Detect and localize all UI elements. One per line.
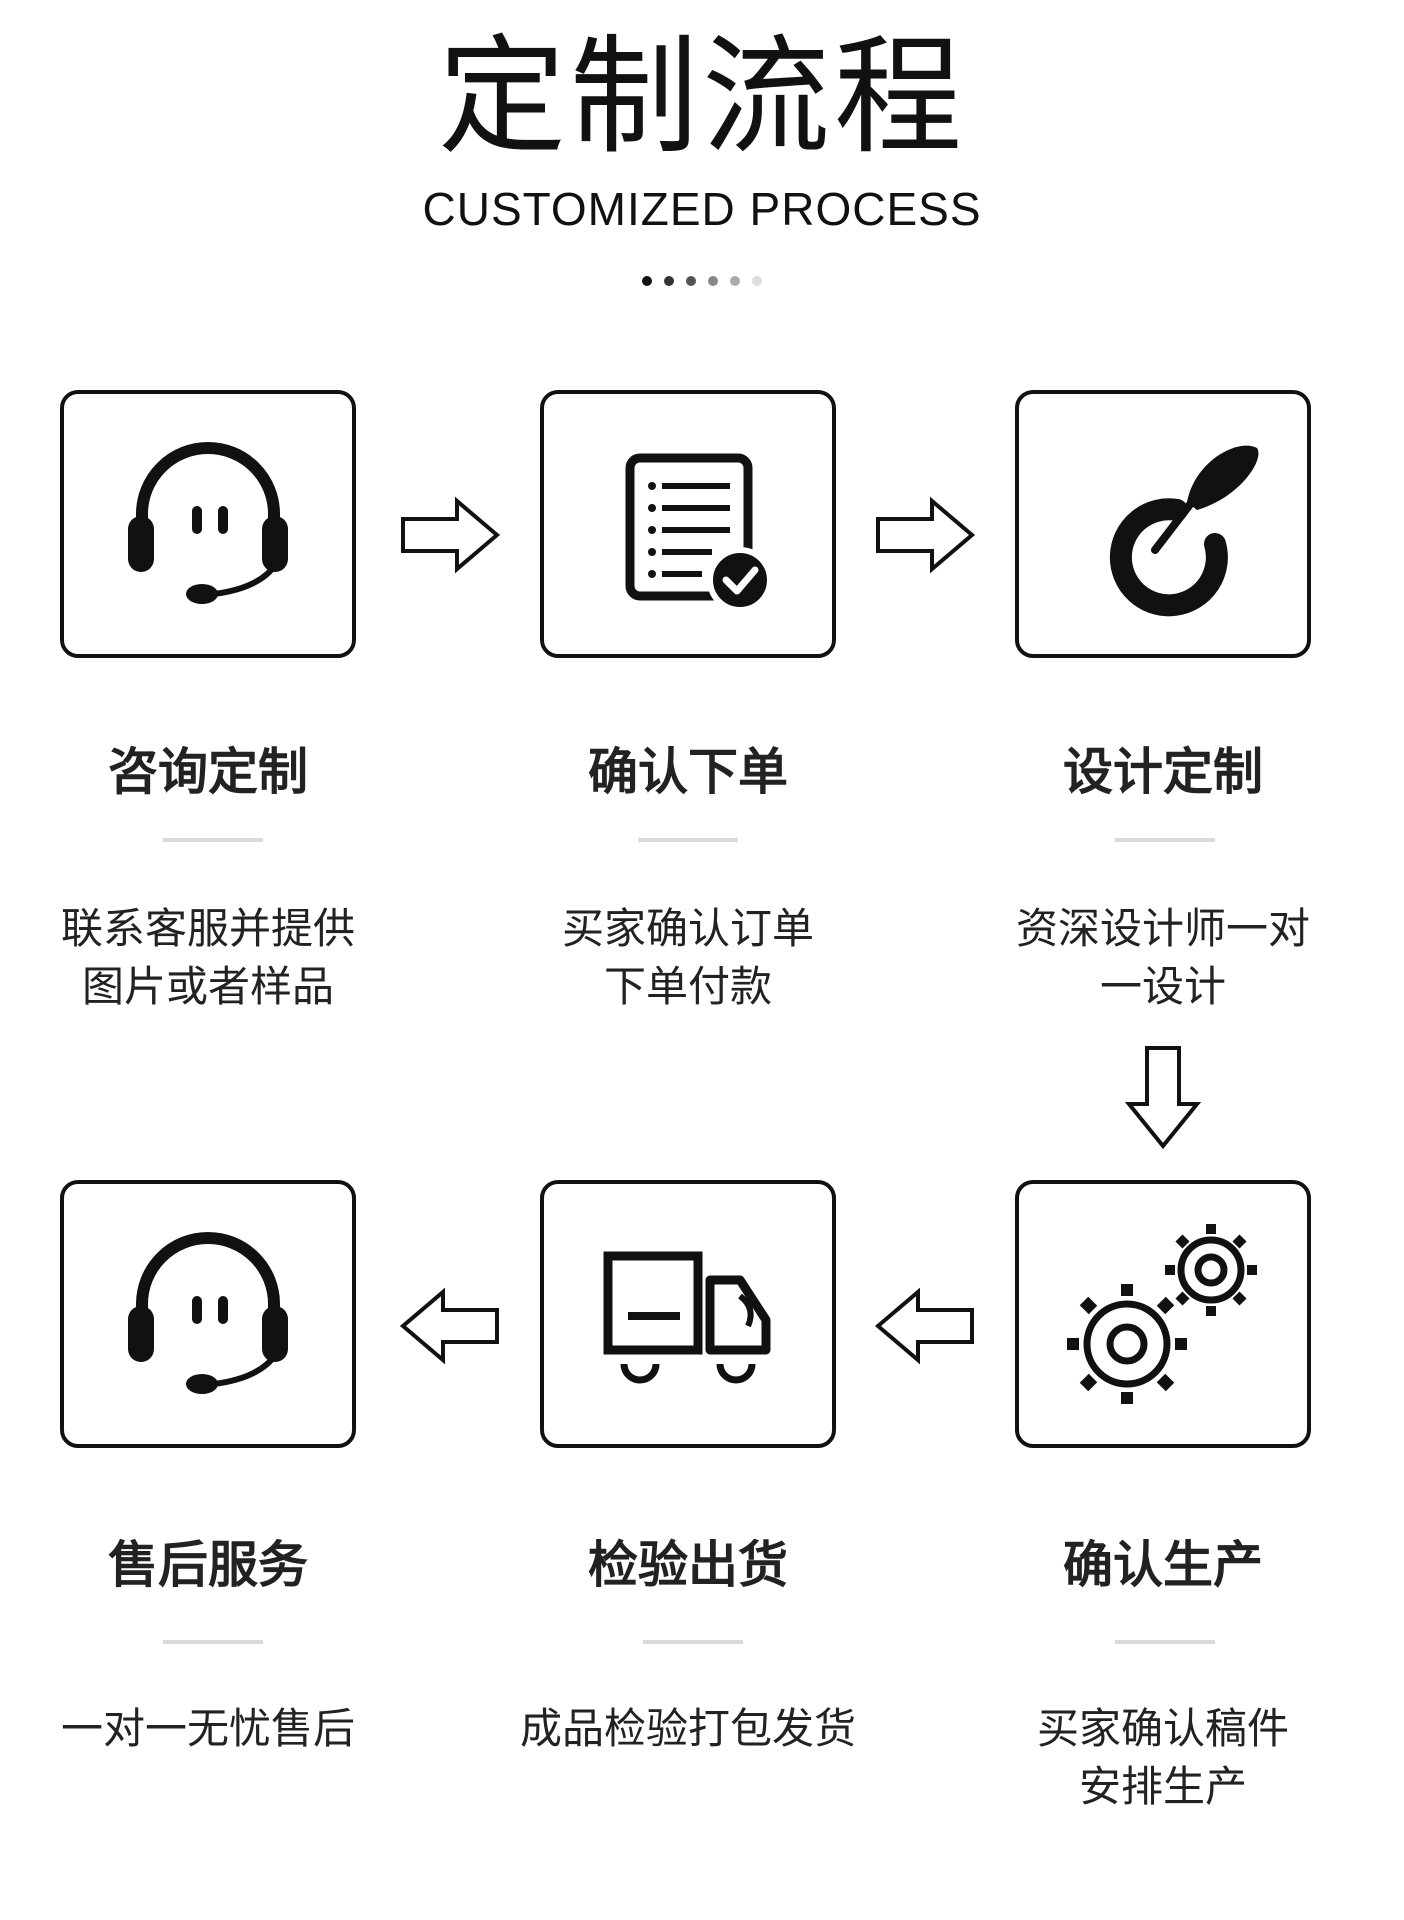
dot-2 xyxy=(664,276,674,286)
page-subtitle: CUSTOMIZED PROCESS xyxy=(422,183,982,235)
step-5-title: 检验出货 xyxy=(588,1536,788,1594)
step-2-description: 买家确认订单 下单付款 xyxy=(498,900,878,1016)
step-2-icon-box xyxy=(540,390,836,658)
step-3-desc-line-1: 资深设计师一对 xyxy=(1015,904,1310,953)
dot-5 xyxy=(730,276,740,286)
step-4-desc-line-1: 买家确认稿件 xyxy=(1036,1704,1289,1753)
dot-3 xyxy=(686,276,696,286)
step-1-icon-box xyxy=(60,390,356,658)
dot-6 xyxy=(752,276,762,286)
gears-icon xyxy=(1067,1224,1257,1404)
step-6-icon-box xyxy=(60,1180,356,1448)
step-6-description: 一对一无忧售后 xyxy=(18,1700,398,1758)
page-title: 定制流程 xyxy=(437,23,966,172)
step-3-icon-box xyxy=(1015,390,1311,658)
step-5-desc-line-1: 成品检验打包发货 xyxy=(519,1704,856,1753)
step-6-title: 售后服务 xyxy=(108,1536,308,1594)
step-1-desc-line-2: 图片或者样品 xyxy=(81,962,334,1011)
step-6-desc-line-1: 一对一无忧售后 xyxy=(60,1704,355,1753)
step-6-divider xyxy=(163,1640,263,1644)
step-5-divider xyxy=(643,1640,743,1644)
headset-icon xyxy=(128,442,288,604)
step-3-desc-line-2: 一设计 xyxy=(1099,962,1226,1011)
step-2-title: 确认下单 xyxy=(588,743,788,801)
headset-icon xyxy=(128,1232,288,1394)
order-checklist-icon xyxy=(625,453,773,613)
step-3-divider xyxy=(1115,838,1215,842)
delivery-truck-icon xyxy=(603,1251,771,1384)
step-2-divider xyxy=(638,838,738,842)
step-2-desc-line-1: 买家确认订单 xyxy=(561,904,814,953)
arrow-down-icon xyxy=(1124,1046,1202,1150)
step-4-icon-box xyxy=(1015,1180,1311,1448)
step-4-title: 确认生产 xyxy=(1063,1536,1263,1594)
dot-4 xyxy=(708,276,718,286)
step-1-title: 咨询定制 xyxy=(108,743,308,801)
step-4-description: 买家确认稿件 安排生产 xyxy=(973,1700,1353,1816)
step-2-desc-line-2: 下单付款 xyxy=(603,962,772,1011)
arrow-left-icon xyxy=(874,1287,974,1365)
pagination-dots xyxy=(0,276,1404,286)
step-3-title: 设计定制 xyxy=(1063,743,1263,801)
step-1-desc-line-1: 联系客服并提供 xyxy=(60,904,355,953)
dot-1 xyxy=(642,276,652,286)
arrow-right-icon xyxy=(876,496,976,574)
step-5-description: 成品检验打包发货 xyxy=(498,1700,878,1758)
arrow-left-icon xyxy=(399,1287,499,1365)
step-4-desc-line-2: 安排生产 xyxy=(1078,1762,1247,1811)
step-1-divider xyxy=(163,838,263,842)
arrow-right-icon xyxy=(401,496,501,574)
step-4-divider xyxy=(1115,1640,1215,1644)
step-3-description: 资深设计师一对 一设计 xyxy=(973,900,1353,1016)
step-1-description: 联系客服并提供 图片或者样品 xyxy=(18,900,398,1016)
design-brush-icon xyxy=(1109,445,1259,617)
step-5-icon-box xyxy=(540,1180,836,1448)
